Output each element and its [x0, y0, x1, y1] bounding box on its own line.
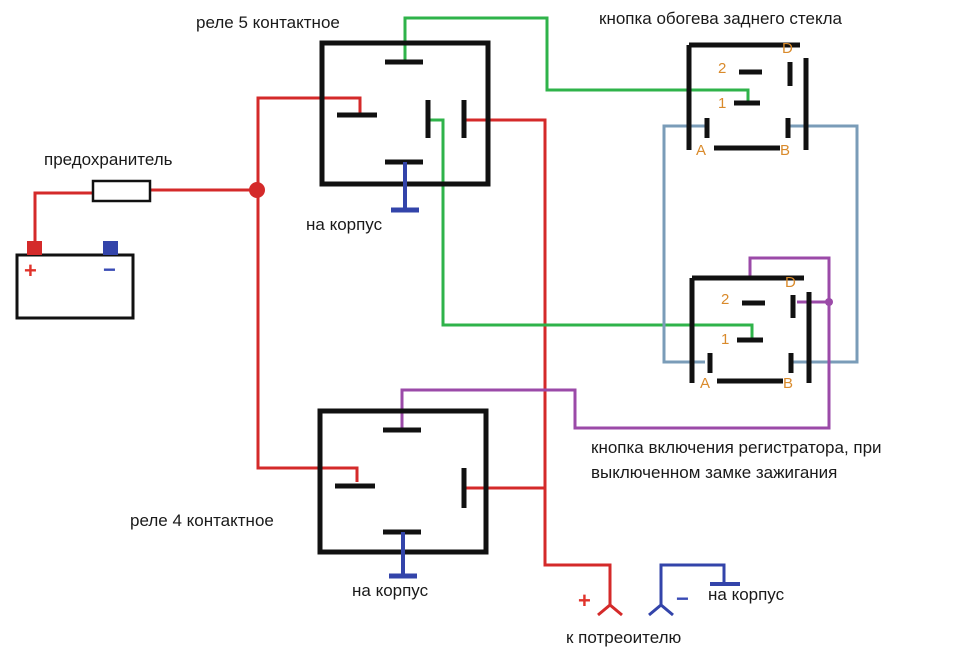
relay-5-pin: [319, 40, 491, 213]
relay-4-pin: [317, 408, 489, 579]
btn2-pin-1: 1: [721, 331, 729, 348]
consumer-ground-label: на корпус: [708, 585, 785, 604]
btn2-pin-b: B: [783, 375, 793, 392]
wire-steel-a-link: [662, 124, 705, 364]
relay4-ground-label: на корпус: [352, 581, 429, 600]
fuse: [91, 179, 152, 203]
wire-relay5-to-consumer: [464, 118, 612, 605]
relay4-label: реле 4 контактное: [130, 511, 274, 530]
wire-junction-to-relay5: [256, 96, 362, 190]
btn1-pin-2: 2: [718, 60, 726, 77]
btn2-pin-2: 2: [721, 291, 729, 308]
consumer-connector: + −: [578, 563, 740, 617]
wire-battery-to-fuse: [33, 191, 93, 245]
battery-body: [15, 253, 135, 320]
consumer-minus-wire: [659, 563, 726, 605]
recorder-button-label-line1: кнопка включения регистратора, при: [591, 438, 882, 457]
recorder-button-label-line2: выключенном замке зажигания: [591, 463, 837, 482]
red-junction-dot: [249, 182, 265, 198]
btn2-pin-d: D: [785, 274, 796, 291]
purple-junction-dot: [825, 298, 833, 306]
btn1-pin-b: B: [780, 142, 790, 159]
consumer-label: к потреоителю: [566, 628, 681, 647]
wire-junction-to-relay4: [256, 190, 359, 482]
consumer-plus-sign: +: [578, 588, 591, 613]
btn2-pin-a: A: [700, 375, 710, 392]
battery-positive-terminal: [27, 241, 42, 255]
battery-minus-sign: −: [103, 257, 116, 282]
battery-negative-terminal: [103, 241, 118, 255]
btn1-pin-a: A: [696, 142, 706, 159]
battery-plus-sign: +: [24, 258, 37, 283]
rear-window-button-label: кнопка обогева заднего стекла: [599, 9, 843, 28]
consumer-plus-fork: [597, 603, 623, 617]
wire-green-coil-to-button1: [403, 16, 750, 103]
recorder-button: D 2 1 A B: [689, 274, 812, 392]
consumer-minus-sign: −: [676, 586, 689, 611]
relay5-ground-label: на корпус: [306, 215, 383, 234]
fuse-label: предохранитель: [44, 150, 173, 169]
btn1-pin-d: D: [782, 40, 793, 57]
btn1-pin-1: 1: [718, 95, 726, 112]
wire-purple-relay4-coil: [400, 256, 831, 430]
wire-green-relay5-to-button2: [430, 118, 754, 340]
consumer-minus-fork: [648, 603, 674, 617]
wire-steel-b-link: [790, 124, 859, 364]
battery: + −: [15, 241, 135, 320]
rear-window-button: D 2 1 A B: [686, 40, 809, 159]
relay5-label: реле 5 контактное: [196, 13, 340, 32]
